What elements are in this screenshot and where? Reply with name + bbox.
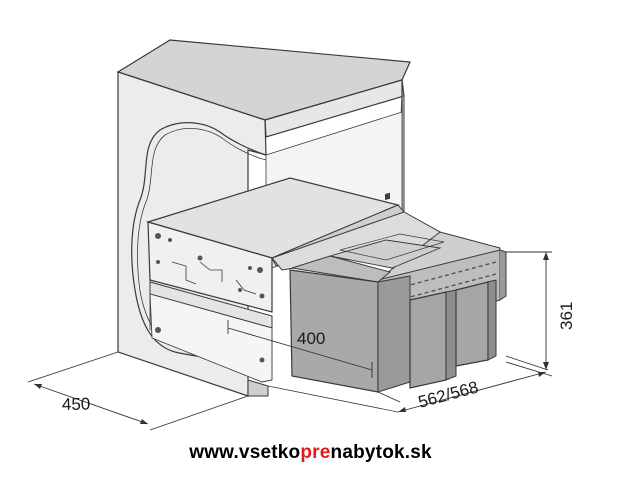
url-accent: pre xyxy=(300,442,331,463)
dim-450-line xyxy=(33,383,149,425)
drawer-frame xyxy=(145,177,443,383)
bin-back-tops xyxy=(329,239,442,269)
hose xyxy=(131,122,267,366)
bin-back-tops-2 xyxy=(339,233,445,261)
url-prefix: www.vsetko xyxy=(189,442,301,463)
dim-width-line xyxy=(397,371,547,413)
dimension-lines xyxy=(27,251,553,431)
bin-large-side xyxy=(377,275,411,393)
url-suffix: nabytok.sk xyxy=(330,442,432,463)
grid-rail-slots xyxy=(385,192,390,201)
bin-middle-side xyxy=(445,289,457,381)
waste-bins xyxy=(289,233,497,393)
dim-label-361: 361 xyxy=(557,302,576,330)
bin-middle-front xyxy=(409,291,447,389)
bin-large-top xyxy=(291,255,392,283)
lower-back-rail xyxy=(149,293,273,383)
bin-right-front xyxy=(455,281,489,367)
cabinet-plinth xyxy=(247,379,269,397)
pullout-bin-diagram: 450 400 562/568 361 xyxy=(27,39,576,431)
bin-right-side xyxy=(487,279,497,361)
dim-label-450: 450 xyxy=(62,395,91,414)
dim-400-line xyxy=(227,327,373,371)
plate-holes xyxy=(155,233,265,299)
footer-website-url[interactable]: www.vsetkoprenabytok.sk xyxy=(0,442,621,464)
dim-label-400: 400 xyxy=(297,329,325,348)
